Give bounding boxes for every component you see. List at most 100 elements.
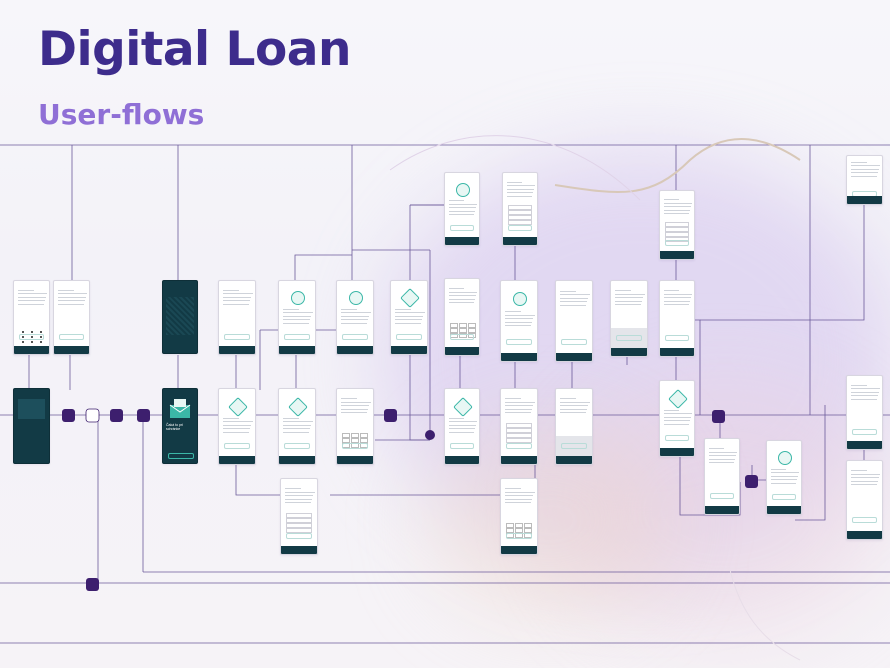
pin-dot[interactable] — [40, 335, 42, 338]
primary-button[interactable] — [616, 335, 642, 341]
primary-button[interactable] — [19, 333, 44, 340]
primary-button[interactable] — [508, 224, 532, 231]
primary-button[interactable] — [59, 333, 84, 340]
screen-thumbnail[interactable] — [444, 278, 480, 356]
keypad-key[interactable] — [515, 522, 523, 528]
primary-button[interactable] — [450, 333, 474, 340]
list-option[interactable] — [506, 427, 532, 433]
keyboard[interactable] — [611, 327, 647, 349]
pin-dot[interactable] — [40, 340, 42, 343]
primary-button[interactable] — [665, 435, 689, 441]
screen-thumbnail[interactable] — [390, 280, 428, 355]
keypad-key[interactable] — [524, 527, 532, 533]
screen-button[interactable] — [168, 453, 194, 459]
screen-thumbnail[interactable] — [704, 438, 740, 515]
keypad-key[interactable] — [506, 522, 514, 528]
screen-thumbnail[interactable] — [444, 172, 480, 246]
pin-dot[interactable] — [40, 330, 42, 333]
screen-thumbnail[interactable] — [500, 280, 538, 362]
keypad-key[interactable] — [459, 328, 467, 334]
list-option[interactable] — [665, 231, 689, 237]
keypad-key[interactable] — [468, 328, 476, 334]
list-option[interactable] — [508, 215, 532, 221]
screen-thumbnail[interactable] — [500, 478, 538, 555]
list-option[interactable] — [665, 221, 689, 227]
keypad-key[interactable] — [351, 437, 359, 443]
pin-dot[interactable] — [31, 330, 33, 333]
primary-button[interactable] — [561, 443, 587, 449]
primary-button[interactable] — [284, 443, 310, 449]
keypad-key[interactable] — [506, 527, 514, 533]
pin-dot[interactable] — [22, 330, 24, 333]
screen-thumbnail[interactable] — [336, 280, 374, 355]
primary-button[interactable] — [561, 338, 587, 345]
screen-thumbnail[interactable] — [336, 388, 374, 465]
keypad-key[interactable] — [450, 328, 458, 334]
screen-thumbnail-dark[interactable] — [13, 388, 50, 464]
keypad-key[interactable] — [351, 432, 359, 438]
primary-button[interactable] — [506, 533, 532, 539]
screen-thumbnail[interactable] — [659, 280, 695, 357]
screen-thumbnail[interactable] — [500, 388, 538, 465]
list-option[interactable] — [506, 437, 532, 443]
primary-button[interactable] — [852, 428, 877, 435]
primary-button[interactable] — [852, 517, 877, 524]
list-option[interactable] — [506, 432, 532, 438]
primary-button[interactable] — [665, 335, 689, 341]
primary-button[interactable] — [396, 333, 422, 340]
pin-dot[interactable] — [22, 335, 24, 338]
screen-thumbnail[interactable] — [555, 388, 593, 465]
screen-thumbnail[interactable] — [218, 280, 256, 355]
screen-thumbnail[interactable] — [846, 375, 883, 450]
primary-button[interactable] — [450, 443, 474, 449]
keypad-key[interactable] — [342, 432, 350, 438]
screen-thumbnail[interactable] — [278, 388, 316, 465]
screen-thumbnail[interactable] — [659, 190, 695, 260]
keypad-key[interactable] — [459, 333, 467, 339]
pin-dot[interactable] — [31, 340, 33, 343]
primary-button[interactable] — [665, 239, 689, 246]
primary-button[interactable] — [224, 443, 250, 449]
keyboard[interactable] — [556, 435, 592, 457]
keypad-key[interactable] — [468, 333, 476, 339]
screen-thumbnail[interactable] — [659, 380, 695, 457]
screen-thumbnail[interactable] — [278, 280, 316, 355]
screen-thumbnail[interactable] — [13, 280, 50, 355]
screen-thumbnail[interactable] — [766, 440, 802, 515]
keypad-key[interactable] — [360, 432, 368, 438]
primary-button[interactable] — [284, 333, 310, 340]
list-option[interactable] — [286, 522, 312, 528]
list-option[interactable] — [286, 517, 312, 523]
screen-thumbnail[interactable] — [846, 460, 883, 540]
pin-dot[interactable] — [22, 340, 24, 343]
screen-thumbnail[interactable] — [502, 172, 538, 246]
primary-button[interactable] — [342, 443, 368, 449]
screen-thumbnail[interactable] — [846, 155, 883, 205]
keypad-key[interactable] — [342, 437, 350, 443]
screen-thumbnail[interactable] — [218, 388, 256, 465]
screen-thumbnail[interactable] — [444, 388, 480, 465]
list-option[interactable] — [665, 226, 689, 232]
screen-thumbnail-dark[interactable]: Čaká to pri schránke — [162, 388, 198, 464]
primary-button[interactable] — [224, 333, 250, 340]
pin-dot[interactable] — [31, 335, 33, 338]
screen-thumbnail-dark[interactable] — [162, 280, 198, 354]
list-option[interactable] — [508, 205, 532, 211]
primary-button[interactable] — [342, 333, 368, 340]
primary-button[interactable] — [710, 493, 734, 499]
primary-button[interactable] — [506, 443, 532, 449]
keypad-key[interactable] — [450, 323, 458, 329]
keypad-key[interactable] — [459, 323, 467, 329]
screen-thumbnail[interactable] — [53, 280, 90, 355]
primary-button[interactable] — [506, 338, 532, 345]
screen-thumbnail[interactable] — [555, 280, 593, 362]
keypad-key[interactable] — [515, 527, 523, 533]
primary-button[interactable] — [286, 533, 312, 539]
primary-button[interactable] — [772, 493, 796, 500]
list-option[interactable] — [286, 527, 312, 533]
list-option[interactable] — [508, 210, 532, 216]
keypad-key[interactable] — [360, 437, 368, 443]
list-option[interactable] — [506, 422, 532, 428]
screen-thumbnail[interactable] — [280, 478, 318, 555]
screen-thumbnail[interactable] — [610, 280, 648, 357]
